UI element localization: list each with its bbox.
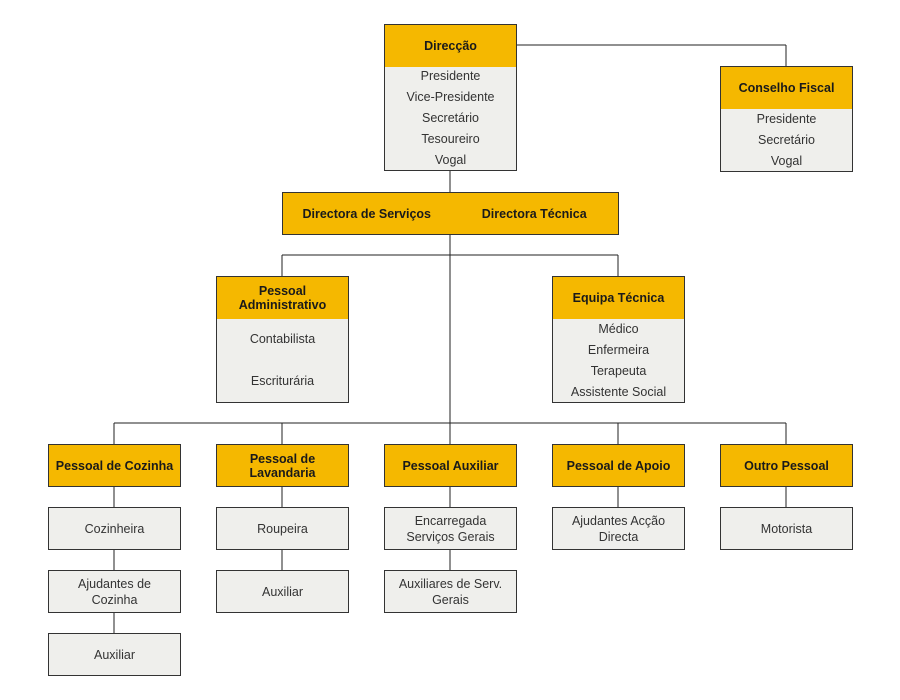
fiscal-council-members: Presidente Secretário Vogal <box>721 109 852 171</box>
technical-team-title: Equipa Técnica <box>553 277 684 319</box>
department-title: Pessoal de Apoio <box>553 445 684 486</box>
board-member: Secretário <box>422 111 479 125</box>
director-technical: Directora Técnica <box>481 206 587 221</box>
board-node: Direcção Presidente Vice-Presidente Secr… <box>384 24 517 171</box>
role-box: Ajudantes Acção Directa <box>552 507 685 550</box>
department-title: Pessoal Auxiliar <box>385 445 516 486</box>
board-member: Vice-Presidente <box>406 90 495 104</box>
board-member: Tesoureiro <box>421 132 480 146</box>
role-box: Encarregada Serviços Gerais <box>384 507 517 550</box>
role-box: Roupeira <box>216 507 349 550</box>
role-box: Auxiliar <box>216 570 349 613</box>
admin-staff-node: Pessoal Administrativo Contabilista Escr… <box>216 276 349 403</box>
role-box: Cozinheira <box>48 507 181 550</box>
fiscal-council-node: Conselho Fiscal Presidente Secretário Vo… <box>720 66 853 172</box>
role-box: Auxiliar <box>48 633 181 676</box>
board-member: Vogal <box>434 153 467 167</box>
department-other: Outro Pessoal <box>720 444 853 487</box>
admin-staff-members: Contabilista Escriturária <box>217 319 348 402</box>
director-services: Directora de Serviços <box>302 206 432 221</box>
technical-team-node: Equipa Técnica Médico Enfermeira Terapeu… <box>552 276 685 403</box>
role-box: Ajudantes de Cozinha <box>48 570 181 613</box>
department-title: Outro Pessoal <box>721 445 852 486</box>
department-title: Pessoal de Cozinha <box>49 445 180 486</box>
department-laundry: Pessoal de Lavandaria <box>216 444 349 487</box>
fiscal-council-member: Presidente <box>756 111 817 126</box>
fiscal-council-title: Conselho Fiscal <box>721 67 852 109</box>
technical-team-member: Enfermeira <box>587 342 650 357</box>
board-member: Presidente <box>420 69 481 83</box>
technical-team-member: Terapeuta <box>590 363 647 378</box>
technical-team-members: Médico Enfermeira Terapeuta Assistente S… <box>553 319 684 402</box>
technical-team-member: Assistente Social <box>570 384 667 399</box>
fiscal-council-member: Vogal <box>770 153 803 168</box>
department-auxiliary: Pessoal Auxiliar <box>384 444 517 487</box>
board-members: Presidente Vice-Presidente Secretário Te… <box>385 67 516 170</box>
directors-node: Directora de Serviços Directora Técnica <box>282 192 619 235</box>
admin-staff-title: Pessoal Administrativo <box>217 277 348 319</box>
technical-team-member: Médico <box>598 321 639 336</box>
department-support: Pessoal de Apoio <box>552 444 685 487</box>
role-box: Motorista <box>720 507 853 550</box>
department-kitchen: Pessoal de Cozinha <box>48 444 181 487</box>
department-title: Pessoal de Lavandaria <box>217 445 348 486</box>
admin-staff-member: Contabilista <box>249 332 316 347</box>
fiscal-council-member: Secretário <box>758 132 815 147</box>
board-title: Direcção <box>385 25 516 67</box>
role-box: Auxiliares de Serv. Gerais <box>384 570 517 613</box>
admin-staff-member: Escriturária <box>250 373 315 388</box>
